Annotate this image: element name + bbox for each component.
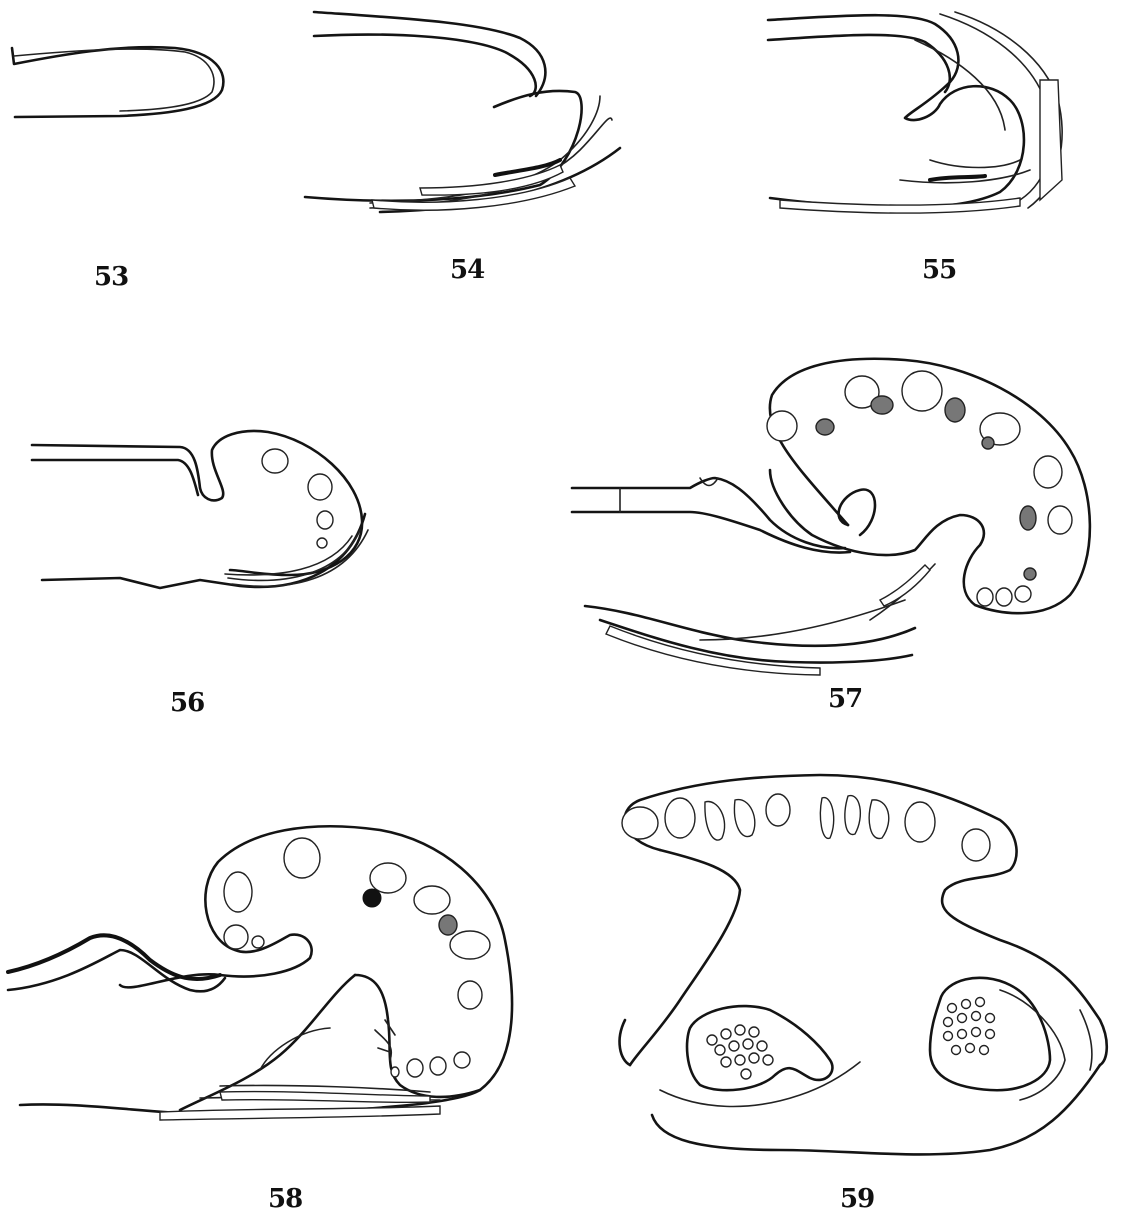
figure-58-drawing [8, 826, 512, 1120]
figure-59-drawing [620, 775, 1107, 1154]
figure-label-59: 59 [840, 1184, 874, 1214]
figure-53-drawing [12, 47, 223, 117]
figure-label-55: 55 [922, 255, 956, 285]
figure-56-drawing [32, 431, 368, 588]
left-cell-cluster [707, 1025, 773, 1079]
figure-57-drawing [572, 359, 1090, 675]
figure-54-drawing [305, 12, 620, 212]
figure-55-drawing [768, 12, 1062, 213]
figure-label-54: 54 [450, 255, 484, 285]
figure-label-56: 56 [170, 688, 204, 718]
figure-label-58: 58 [268, 1184, 302, 1214]
figure-label-57: 57 [828, 684, 862, 714]
figure-label-53: 53 [94, 262, 128, 292]
right-cell-cluster [944, 998, 995, 1055]
